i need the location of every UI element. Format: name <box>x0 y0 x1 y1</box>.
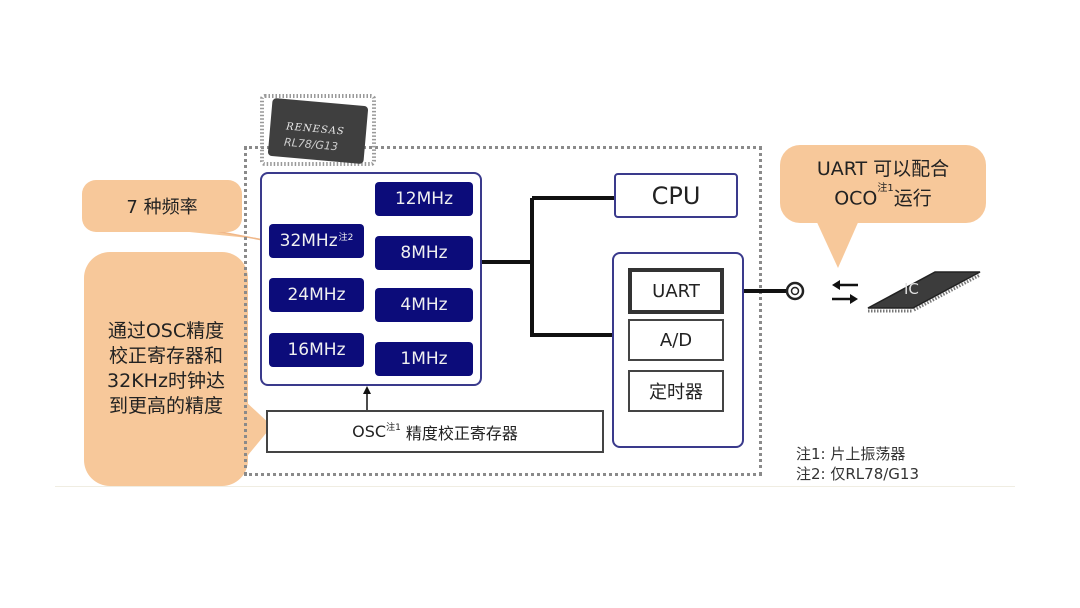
baseline-divider <box>55 486 1015 487</box>
adc-block: A/D <box>628 319 724 361</box>
pointer-osc <box>244 400 272 460</box>
freq-block-12mhz: 12MHz <box>375 182 473 216</box>
cpu-block: CPU <box>614 173 738 218</box>
bus-to-cpu <box>530 198 612 337</box>
callout-osc-line: 到更高的精度 <box>108 395 223 417</box>
freq-block-4mhz: 4MHz <box>375 288 473 322</box>
mcu-boundary <box>244 146 762 476</box>
callout-uart-line2: OCO注1运行 <box>834 183 932 210</box>
freq-block-16mhz: 16MHz <box>269 333 364 367</box>
uart-block: UART <box>628 268 724 314</box>
callout-uart-line1: UART 可以配合 <box>816 158 950 181</box>
freq-block-8mhz: 8MHz <box>375 236 473 270</box>
external-ic-label: IC <box>904 280 919 298</box>
footnote-1: 注1: 片上振荡器 <box>796 445 906 463</box>
footnotes: 注1: 片上振荡器 注2: 仅RL78/G13 <box>796 444 919 484</box>
callout-osc-line: 32KHz时钟达 <box>107 370 225 392</box>
bidirectional-arrows-icon <box>832 280 858 304</box>
callout-osc-line: 通过OSC精度 <box>107 320 225 342</box>
callout-osc-line: 校正寄存器和 <box>108 345 223 367</box>
external-ic-chip-icon <box>867 271 981 313</box>
footnote-2: 注2: 仅RL78/G13 <box>796 465 919 483</box>
callout-seven-frequencies-text: 7 种频率 <box>126 197 198 218</box>
callout-osc-accuracy: 通过OSC精度 校正寄存器和 32KHz时钟达 到更高的精度 <box>84 252 248 486</box>
callout-seven-frequencies: 7 种频率 <box>82 180 242 232</box>
freq-block-1mhz: 1MHz <box>375 342 473 376</box>
osc-arrow-head-icon <box>363 386 371 394</box>
timer-block: 定时器 <box>628 370 724 412</box>
freq-block-24mhz: 24MHz <box>269 278 364 312</box>
renesas-chip-icon <box>260 94 376 166</box>
pointer-uart <box>815 218 860 268</box>
callout-uart-oco: UART 可以配合 OCO注1运行 <box>780 145 986 223</box>
